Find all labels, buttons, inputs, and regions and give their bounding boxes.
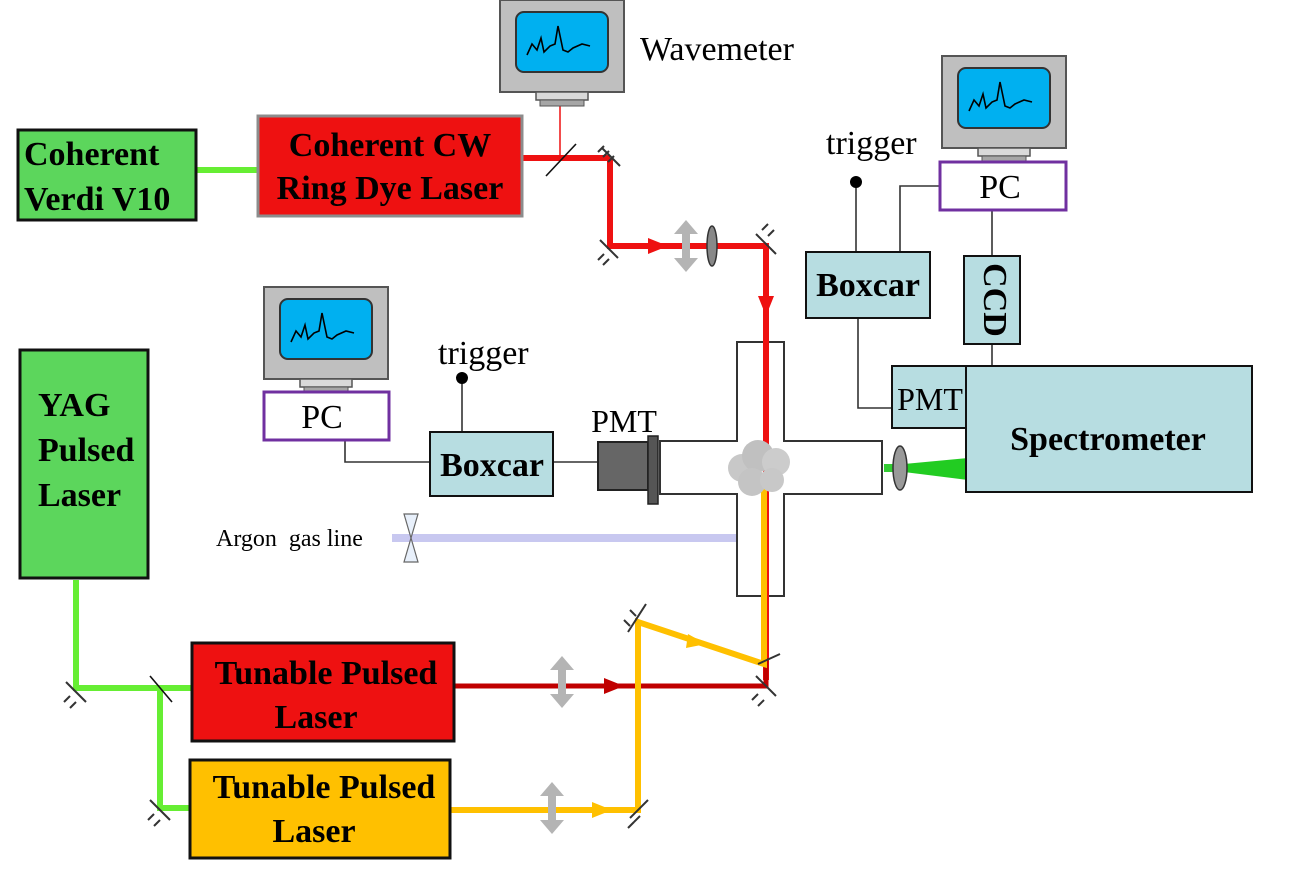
tunable-red-laser-box: Tunable Pulsed Laser bbox=[190, 641, 456, 743]
yag-label-2: Pulsed bbox=[38, 432, 134, 469]
lens-icon bbox=[706, 225, 718, 267]
verdi-laser-box: Coherent Verdi V10 bbox=[16, 128, 198, 222]
pc-left-label: PC bbox=[301, 399, 343, 436]
valve-icon bbox=[403, 513, 419, 563]
trigger-right-label: trigger bbox=[826, 125, 917, 162]
spectrometer-box: Spectrometer bbox=[965, 365, 1253, 493]
tunable-orange-laser-box: Tunable Pulsed Laser bbox=[188, 758, 452, 860]
verdi-label-1: Coherent bbox=[24, 136, 160, 173]
argon-label: Argon gas line bbox=[216, 526, 363, 552]
pmt-right-label: PMT bbox=[897, 381, 963, 417]
monitor-icon bbox=[941, 55, 1067, 163]
lens-icon bbox=[892, 445, 908, 491]
boxcar-right-label: Boxcar bbox=[816, 267, 920, 304]
tunable-orange-label-1: Tunable Pulsed bbox=[213, 769, 436, 806]
yag-label-3: Laser bbox=[38, 477, 121, 514]
pmt-left-detector: PMT bbox=[591, 403, 659, 505]
pc-right-box: PC bbox=[938, 160, 1068, 212]
mirror-icon bbox=[63, 145, 781, 829]
ring-dye-label-1: Coherent CW bbox=[289, 127, 491, 164]
verdi-label-2: Verdi V10 bbox=[24, 181, 170, 218]
beam-splitter-icon bbox=[149, 143, 577, 703]
ccd-box: CCD bbox=[963, 255, 1021, 345]
translation-stage-icon bbox=[550, 656, 574, 708]
wavemeter-label: Wavemeter bbox=[640, 31, 795, 68]
pmt-right-box: PMT bbox=[891, 365, 967, 429]
pc-left-box: PC bbox=[262, 390, 391, 442]
ccd-label: CCD bbox=[976, 263, 1013, 337]
tunable-red-label-1: Tunable Pulsed bbox=[215, 655, 438, 692]
boxcar-right-box: Boxcar bbox=[805, 251, 931, 319]
ring-dye-label-2: Ring Dye Laser bbox=[277, 170, 504, 207]
ring-dye-laser-box: Coherent CW Ring Dye Laser bbox=[256, 114, 524, 218]
boxcar-left-label: Boxcar bbox=[440, 447, 544, 484]
plasma-cloud-icon bbox=[728, 440, 790, 496]
tunable-orange-label-2: Laser bbox=[272, 813, 355, 850]
monitor-icon bbox=[263, 286, 389, 394]
boxcar-left-box: Boxcar bbox=[429, 431, 554, 497]
monitor-icon bbox=[499, 0, 625, 107]
spectrometer-label: Spectrometer bbox=[1010, 421, 1206, 458]
pmt-left-label: PMT bbox=[591, 403, 657, 439]
yag-laser-box: YAG Pulsed Laser bbox=[18, 348, 150, 580]
yag-label-1: YAG bbox=[38, 387, 110, 424]
tunable-red-label-2: Laser bbox=[274, 699, 357, 736]
pc-right-label: PC bbox=[979, 169, 1021, 206]
trigger-left-label: trigger bbox=[438, 335, 529, 372]
